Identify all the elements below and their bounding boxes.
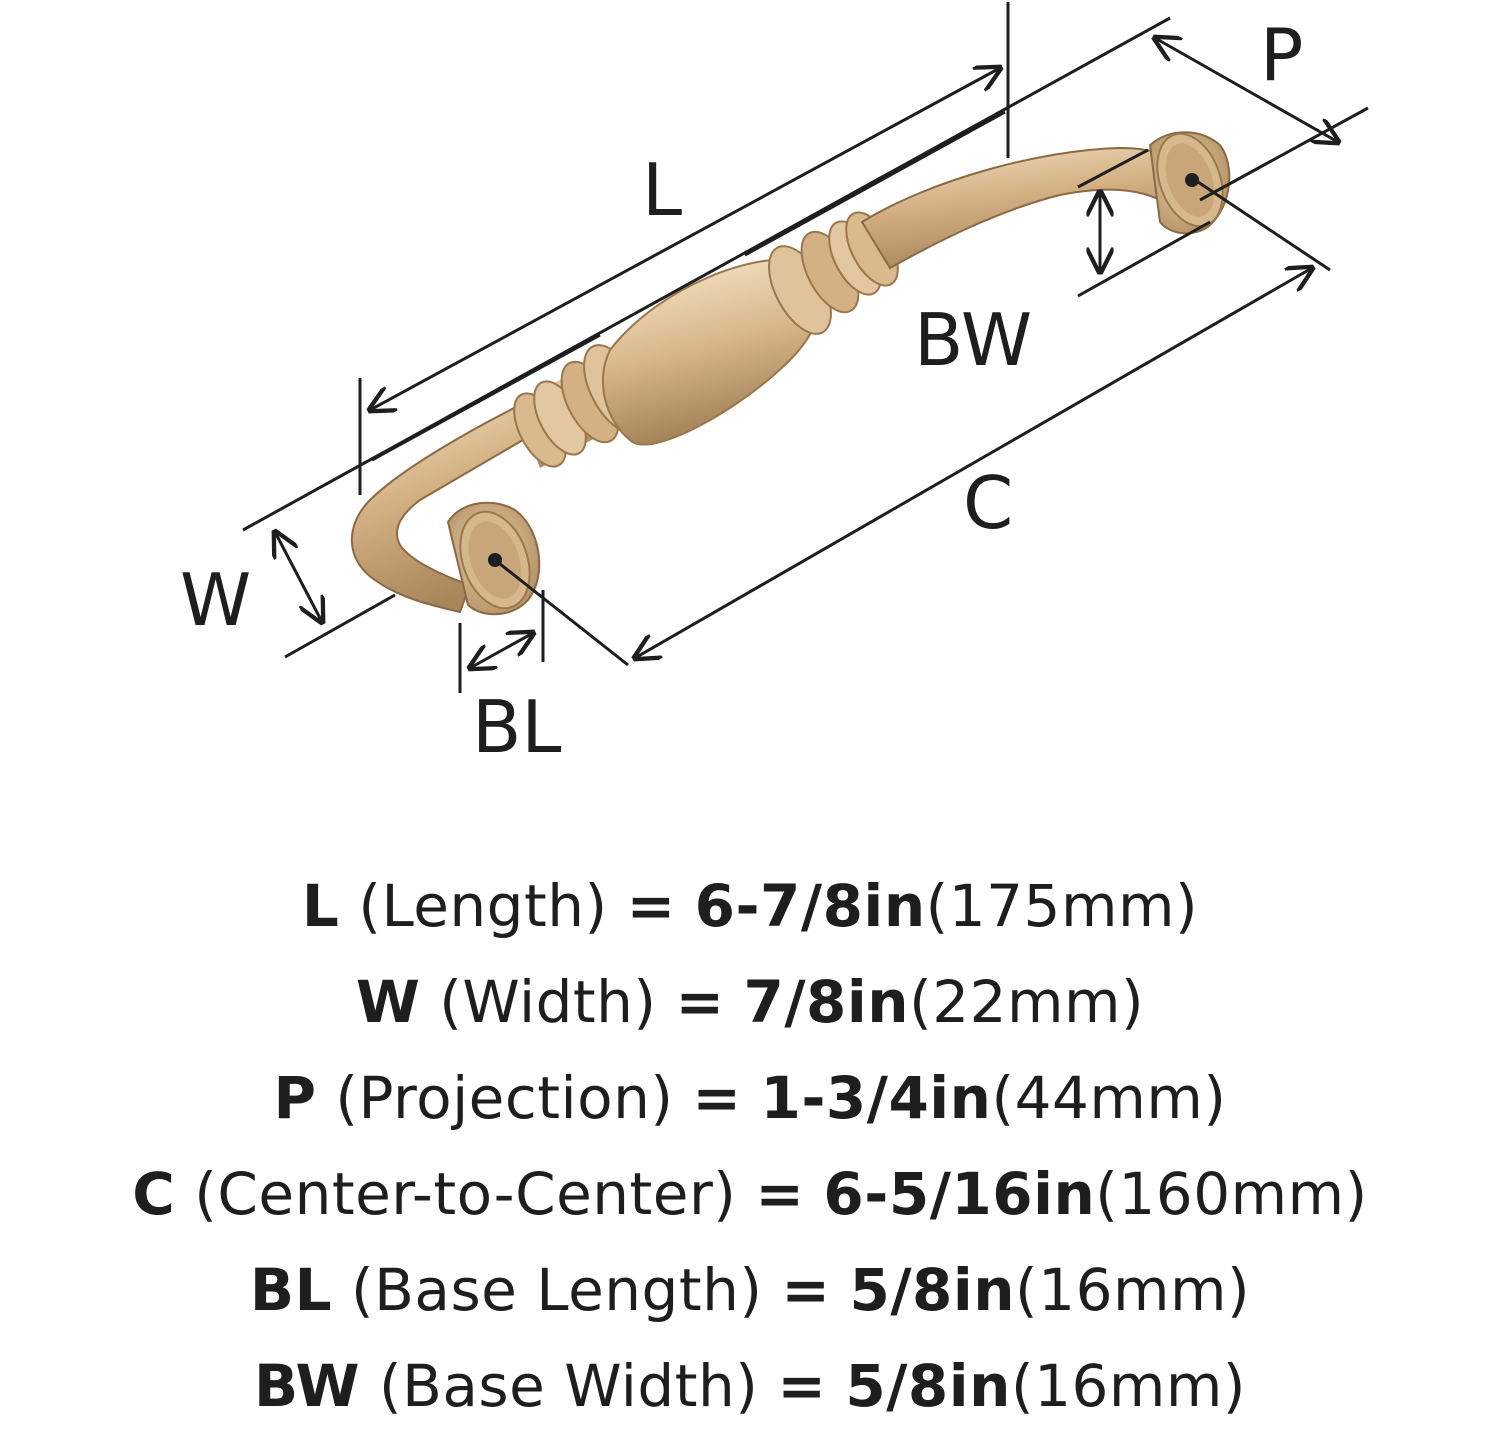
spec-name: (Center-to-Center) bbox=[194, 1160, 737, 1228]
spec-imperial: 6-5/16in bbox=[823, 1160, 1096, 1228]
spec-metric: (16mm) bbox=[1010, 1352, 1246, 1420]
label-bw: BW bbox=[914, 298, 1032, 382]
spec-name: (Length) bbox=[358, 872, 608, 940]
cabinet-pull-handle bbox=[350, 131, 1231, 616]
spec-imperial: 6-7/8in bbox=[694, 872, 926, 940]
label-p: P bbox=[1260, 13, 1303, 97]
specification-list: L (Length) = 6-7/8in(175mm) W (Width) = … bbox=[0, 858, 1500, 1434]
right-post-hole-icon bbox=[1185, 173, 1199, 187]
spec-projection: P (Projection) = 1-3/4in(44mm) bbox=[0, 1050, 1500, 1146]
spec-code: BL bbox=[249, 1256, 333, 1324]
dimension-lines bbox=[242, 2, 1369, 693]
spec-code: C bbox=[132, 1160, 176, 1228]
label-bl: BL bbox=[472, 685, 562, 769]
spec-code: L bbox=[301, 872, 340, 940]
spec-metric: (160mm) bbox=[1095, 1160, 1368, 1228]
spec-name: (Base Width) bbox=[378, 1352, 759, 1420]
spec-equals: = bbox=[675, 968, 725, 1036]
spec-name: (Projection) bbox=[335, 1064, 674, 1132]
label-w: W bbox=[180, 558, 251, 642]
spec-equals: = bbox=[626, 872, 676, 940]
spec-code: P bbox=[273, 1064, 317, 1132]
spec-equals: = bbox=[692, 1064, 742, 1132]
spec-equals: = bbox=[755, 1160, 805, 1228]
dimension-diagram: L P BW C W BL bbox=[180, 2, 1369, 769]
spec-imperial: 7/8in bbox=[743, 968, 910, 1036]
spec-metric: (44mm) bbox=[991, 1064, 1227, 1132]
spec-center-to-center: C (Center-to-Center) = 6-5/16in(160mm) bbox=[0, 1146, 1500, 1242]
left-post-hole-icon bbox=[488, 553, 502, 567]
spec-metric: (22mm) bbox=[909, 968, 1145, 1036]
spec-name: (Base Length) bbox=[351, 1256, 763, 1324]
spec-metric: (16mm) bbox=[1015, 1256, 1251, 1324]
spec-equals: = bbox=[777, 1352, 827, 1420]
label-l: L bbox=[642, 148, 682, 232]
spec-equals: = bbox=[781, 1256, 831, 1324]
label-c: C bbox=[963, 461, 1013, 545]
spec-metric: (175mm) bbox=[925, 872, 1199, 940]
spec-base-width: BW (Base Width) = 5/8in(16mm) bbox=[0, 1338, 1500, 1434]
spec-imperial: 5/8in bbox=[849, 1256, 1016, 1324]
spec-imperial: 5/8in bbox=[845, 1352, 1011, 1420]
spec-code: W bbox=[355, 968, 421, 1036]
spec-name: (Width) bbox=[439, 968, 657, 1036]
spec-width: W (Width) = 7/8in(22mm) bbox=[0, 954, 1500, 1050]
spec-base-length: BL (Base Length) = 5/8in(16mm) bbox=[0, 1242, 1500, 1338]
spec-imperial: 1-3/4in bbox=[760, 1064, 992, 1132]
spec-code: BW bbox=[253, 1352, 360, 1420]
spec-length: L (Length) = 6-7/8in(175mm) bbox=[0, 858, 1500, 954]
